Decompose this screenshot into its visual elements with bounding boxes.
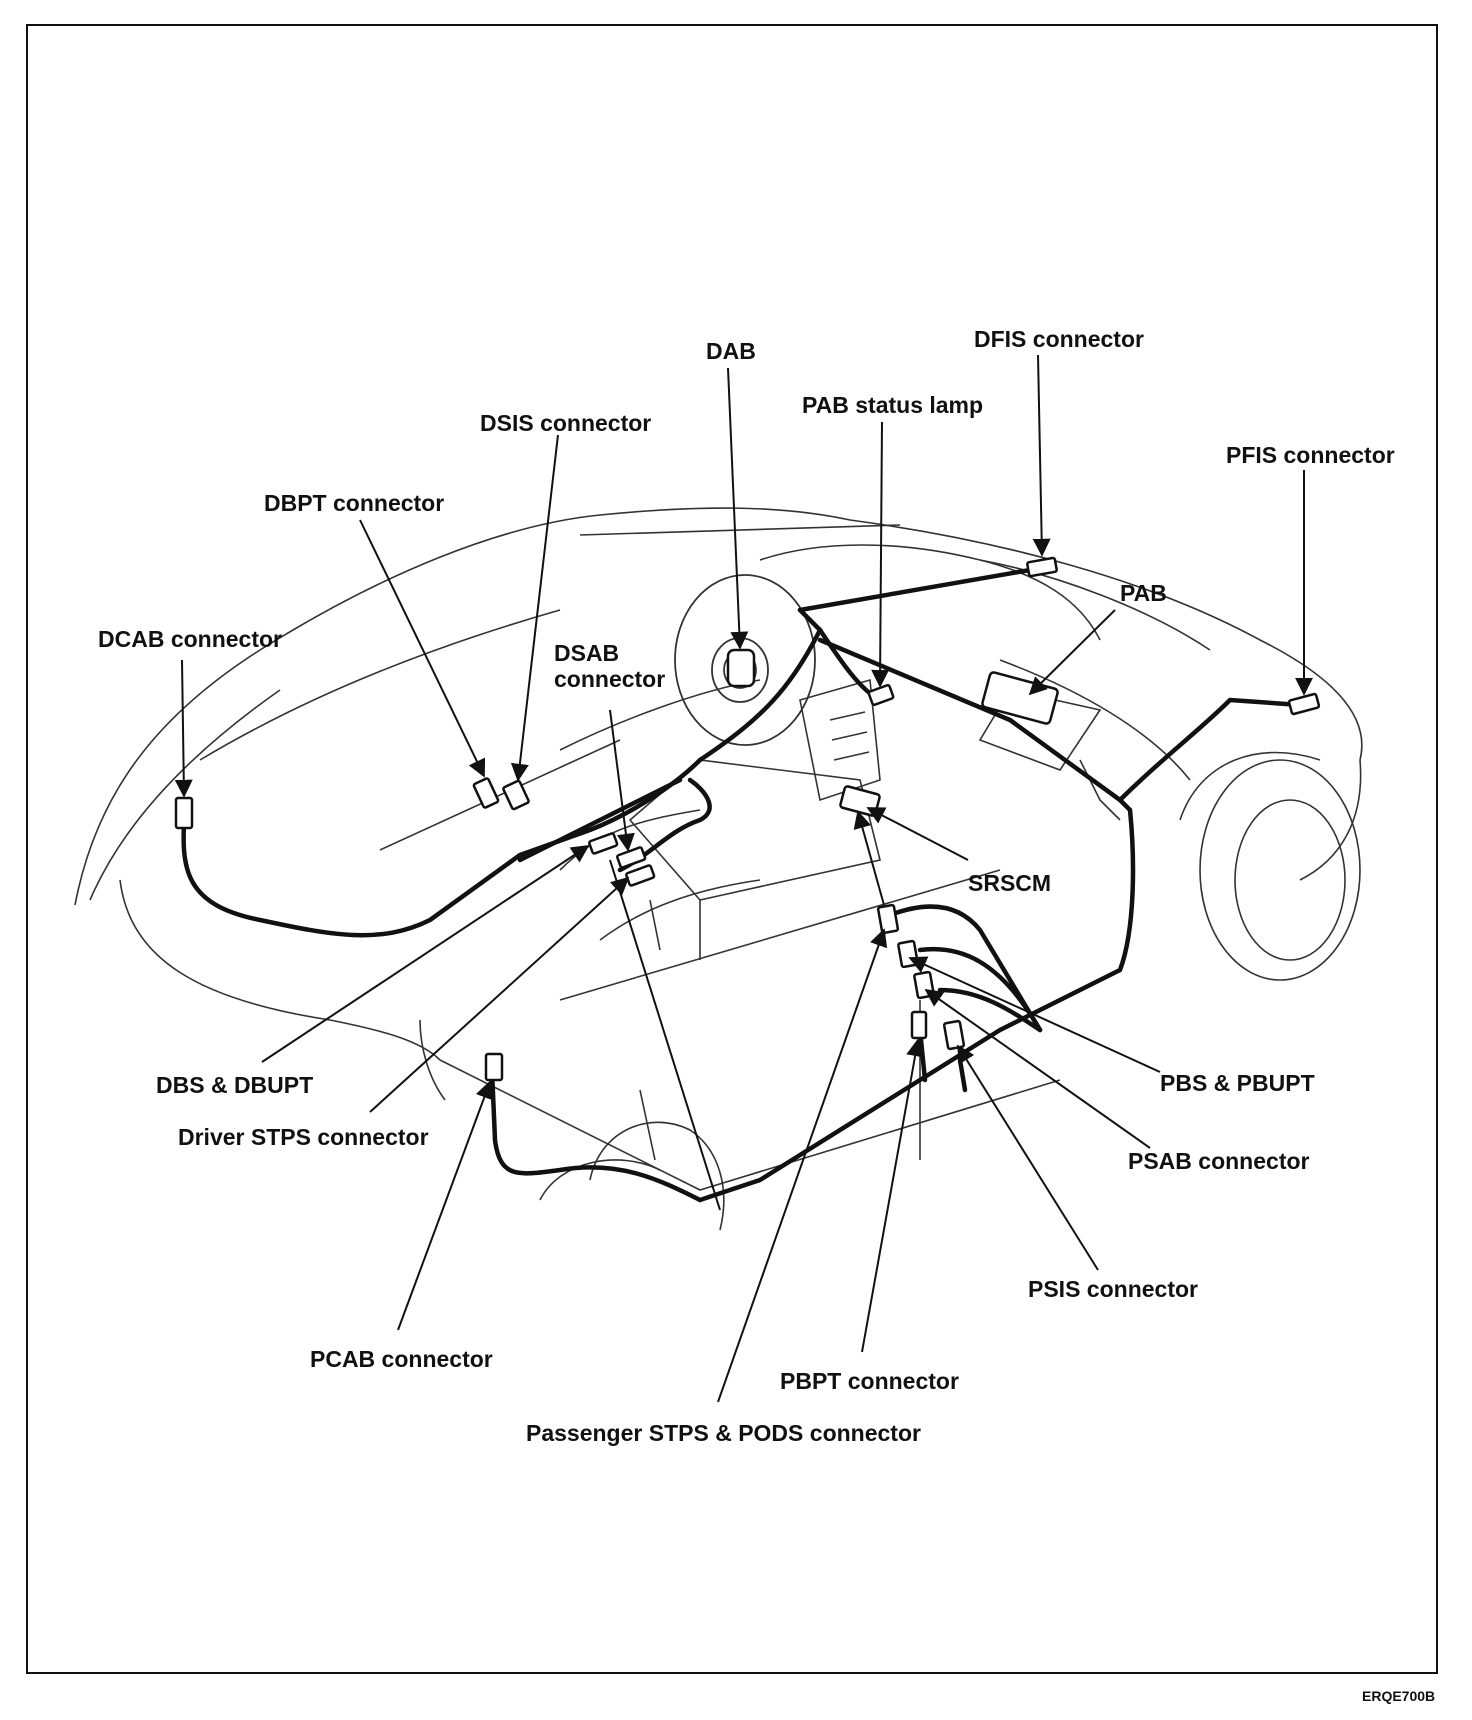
arrow-driver-stps bbox=[369, 876, 630, 1113]
label-passenger-stps-pods-connector: Passenger STPS & PODS connector bbox=[526, 1420, 921, 1446]
label-dbpt-connector: DBPT connector bbox=[264, 490, 445, 516]
dfis-connector-block bbox=[1026, 556, 1058, 578]
arrow-pstps-pods bbox=[717, 928, 888, 1403]
rear-wheel bbox=[1179, 751, 1361, 981]
pfis-connector-block bbox=[1287, 692, 1321, 716]
label-pfis-connector: PFIS connector bbox=[1226, 442, 1395, 468]
arrow-dfis bbox=[1032, 354, 1051, 557]
label-dcab-connector: DCAB connector bbox=[98, 626, 283, 652]
arrow-pstps-pods-srscm bbox=[853, 810, 885, 906]
dcab-connector-block bbox=[174, 796, 194, 830]
label-pcab-connector: PCAB connector bbox=[310, 1346, 493, 1372]
front-wheel bbox=[589, 1121, 725, 1231]
pbs-connector-block bbox=[897, 939, 919, 969]
label-psis-connector: PSIS connector bbox=[1028, 1276, 1198, 1302]
vehicle-body-outline bbox=[74, 507, 1363, 1201]
label-dsab-connector: DSAB connector bbox=[554, 640, 666, 693]
dbpt-connector-block bbox=[472, 777, 500, 809]
label-dsis-connector: DSIS connector bbox=[480, 410, 652, 436]
pbpt-connector-block bbox=[910, 1010, 928, 1040]
dsis-connector-block bbox=[502, 779, 530, 811]
arrow-pcab bbox=[397, 1080, 493, 1331]
arrow-pbpt bbox=[861, 1038, 924, 1353]
arrow-pab-lamp bbox=[871, 421, 890, 688]
driver-stps-connector-block bbox=[625, 864, 656, 887]
dsab-connector-block bbox=[616, 846, 647, 869]
arrow-dab bbox=[727, 367, 749, 650]
arrow-srscm bbox=[866, 807, 969, 861]
arrow-dbs bbox=[261, 845, 590, 1063]
label-psab-connector: PSAB connector bbox=[1128, 1148, 1310, 1174]
arrow-dsab bbox=[609, 709, 635, 852]
arrow-dcab bbox=[174, 659, 193, 798]
arrow-dsis bbox=[510, 434, 559, 782]
passenger-stps-block bbox=[876, 903, 900, 935]
dab-module-block bbox=[726, 648, 756, 688]
arrow-dbpt bbox=[359, 519, 486, 778]
label-pab: PAB bbox=[1120, 580, 1167, 606]
diagram-frame bbox=[26, 24, 1438, 1674]
leader-plain-lines bbox=[609, 859, 721, 1211]
label-pbpt-connector: PBPT connector bbox=[780, 1368, 959, 1394]
connector-blocks bbox=[174, 556, 1321, 1082]
arrow-pab bbox=[1028, 609, 1116, 696]
arrow-psis bbox=[957, 1044, 1099, 1271]
label-srscm: SRSCM bbox=[968, 870, 1052, 896]
dashboard-console bbox=[628, 544, 1102, 960]
leader-arrows bbox=[174, 354, 1313, 1403]
arrow-pbs bbox=[908, 956, 1161, 1073]
label-dfis-connector: DFIS connector bbox=[974, 326, 1144, 352]
label-pbs-pbupt: PBS & PBUPT bbox=[1160, 1070, 1315, 1096]
psis-connector-block bbox=[942, 1019, 966, 1051]
label-dab: DAB bbox=[706, 338, 756, 364]
figure-code: ERQE700B bbox=[1362, 1688, 1436, 1704]
label-dbs-dbupt: DBS & DBUPT bbox=[156, 1072, 314, 1098]
pcab-connector-block bbox=[484, 1052, 504, 1082]
label-driver-stps-connector: Driver STPS connector bbox=[178, 1124, 429, 1150]
pab-lamp-block bbox=[867, 683, 895, 707]
arrow-psab bbox=[924, 988, 1151, 1149]
label-pab-status-lamp: PAB status lamp bbox=[802, 392, 984, 418]
dbs-connector-block bbox=[588, 832, 619, 855]
